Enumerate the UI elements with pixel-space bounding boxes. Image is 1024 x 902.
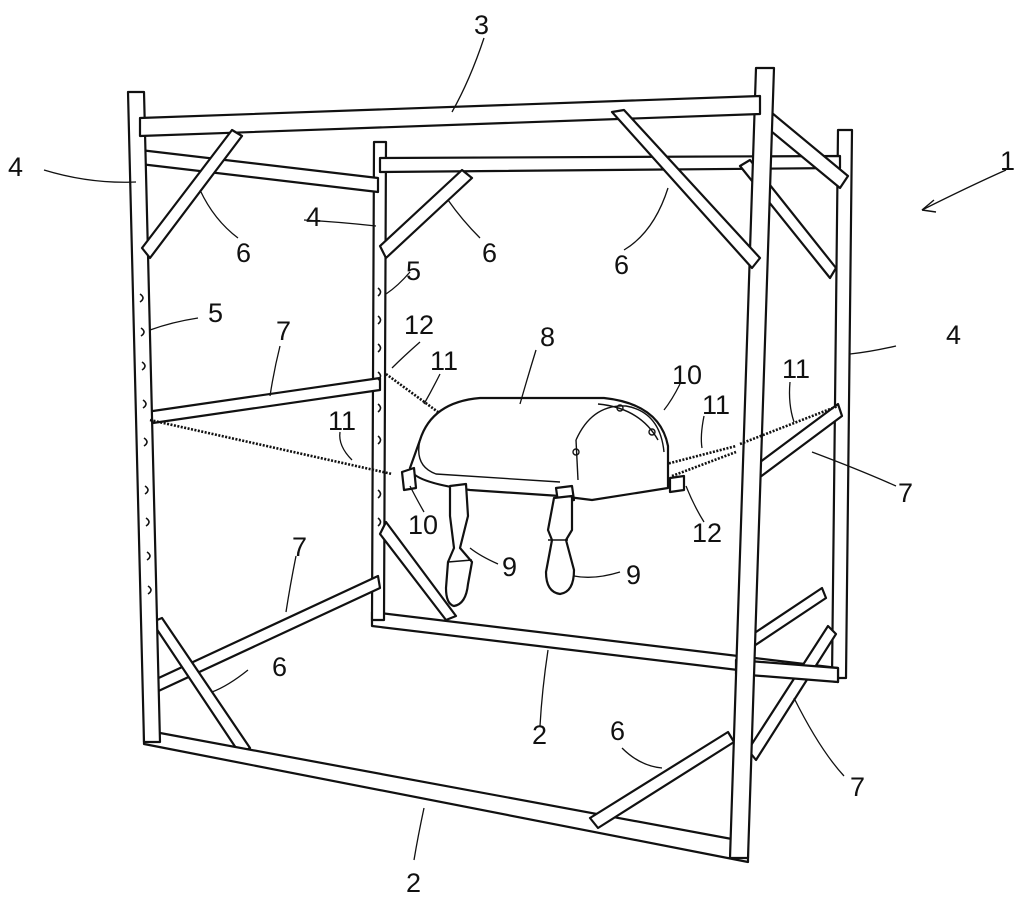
- post-back-right: [830, 128, 854, 680]
- label-post-right: 4: [946, 320, 961, 350]
- brace-back-left-top: [378, 168, 474, 260]
- holes-left-post: [139, 293, 152, 595]
- label-strap-left: 11: [328, 406, 356, 436]
- brace-back-bottom-left: [378, 520, 458, 622]
- bar-right-lower: [746, 624, 838, 762]
- top-beam-left: [138, 148, 380, 194]
- label-stirrup-left: 9: [502, 552, 517, 582]
- label-brace-bottom-left: 6: [272, 652, 287, 682]
- label-base-front: 2: [406, 868, 421, 898]
- label-saddle: 8: [540, 322, 555, 352]
- strap-right-c: [739, 404, 839, 446]
- label-brace-bottom-right: 6: [610, 716, 625, 746]
- base-beam-front: [142, 728, 750, 864]
- brace-front-top-left: [140, 128, 244, 260]
- frame-structure: [126, 66, 854, 864]
- label-bar-left-lower: 7: [292, 532, 307, 562]
- strap-back: [385, 372, 439, 414]
- label-bar-right-upper: 7: [898, 478, 913, 508]
- post-front-right: [728, 66, 776, 860]
- brace-front-top-right: [610, 108, 762, 270]
- holes-back-post: [377, 287, 382, 527]
- label-clamp-right: 10: [672, 360, 702, 390]
- label-brace-top-right: 6: [614, 250, 629, 280]
- post-front-left: [126, 90, 162, 744]
- strap-left: [149, 418, 393, 476]
- label-brace-top-left: 6: [236, 238, 251, 268]
- strap-right-b: [671, 450, 737, 478]
- label-bar-right-lower: 7: [850, 772, 865, 802]
- leader-lines: [43, 37, 1007, 861]
- top-beam-front: [138, 94, 762, 138]
- bar-left-lower: [148, 574, 382, 696]
- label-clamp-left: 10: [408, 510, 438, 540]
- label-post-front-left: 4: [8, 152, 23, 182]
- straps: [149, 372, 839, 490]
- stirrup-left: [444, 482, 474, 608]
- stirrup-right: [544, 494, 576, 596]
- label-strap-right-b: 11: [782, 354, 810, 384]
- label-bar-left-upper: 7: [276, 316, 291, 346]
- label-anchor-back: 12: [404, 310, 434, 340]
- reference-numerals: 1 3 4 4 4 6 6 6 6 6 5 5 7 7 7 7 8 10 10 …: [8, 10, 1015, 898]
- brace-left-bottom: [150, 616, 252, 756]
- label-brace-top-mid: 6: [482, 238, 497, 268]
- label-holes-left: 5: [208, 298, 223, 328]
- label-anchor-right: 12: [692, 518, 722, 548]
- label-post-back-left: 4: [306, 202, 321, 232]
- label-strap-back: 11: [430, 346, 458, 376]
- label-stirrup-right: 9: [626, 560, 641, 590]
- label-top-beam: 3: [474, 10, 489, 40]
- label-strap-right-a: 11: [702, 390, 730, 420]
- label-holes-back: 5: [406, 256, 421, 286]
- stirrups: [444, 482, 576, 608]
- brace-front-bottom: [588, 730, 736, 830]
- label-frame: 1: [1000, 146, 1015, 176]
- label-base-back: 2: [532, 720, 547, 750]
- bar-right-mid: [748, 586, 828, 648]
- saddle: [400, 396, 686, 504]
